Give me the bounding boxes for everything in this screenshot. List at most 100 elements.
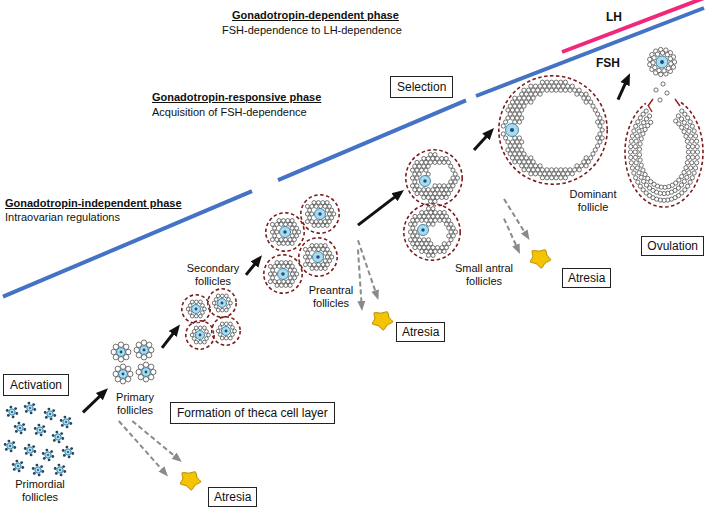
granulosa-cell bbox=[545, 176, 549, 180]
granulosa-cell bbox=[550, 80, 554, 84]
flat-cell bbox=[53, 439, 56, 442]
granulosa-cell bbox=[316, 201, 320, 205]
granulosa-cell bbox=[540, 80, 544, 84]
granulosa-cell bbox=[440, 188, 444, 192]
granulosa-cell bbox=[584, 156, 588, 160]
granulosa-cell bbox=[510, 156, 514, 160]
granulosa-cell bbox=[522, 152, 526, 156]
granulosa-cell bbox=[638, 184, 642, 188]
flat-cell bbox=[45, 449, 48, 452]
granulosa-cell bbox=[282, 280, 286, 284]
atresia-fate: Atresia bbox=[520, 240, 615, 296]
theca-layer bbox=[406, 150, 462, 206]
granulosa-cell bbox=[538, 84, 542, 88]
growth-arrow bbox=[474, 132, 490, 150]
follicle bbox=[264, 255, 302, 293]
flat-cell bbox=[38, 473, 41, 476]
phase-heading: Gonadotropin-independent phase bbox=[5, 196, 182, 210]
granulosa-cell bbox=[323, 204, 327, 208]
granulosa-cell bbox=[420, 242, 424, 246]
granulosa-cell bbox=[415, 184, 419, 188]
primary-follicle bbox=[136, 362, 156, 382]
follicle-stage: Preantral follicles bbox=[262, 195, 358, 311]
granulosa-cell bbox=[413, 222, 417, 226]
granulosa-cell bbox=[637, 153, 641, 157]
granulosa-cell bbox=[504, 136, 508, 140]
granulosa-cell bbox=[310, 266, 314, 270]
oocyte bbox=[57, 467, 63, 473]
granulosa-cell bbox=[205, 330, 209, 334]
oocyte-nucleus bbox=[65, 421, 67, 423]
granulosa-cell bbox=[429, 210, 433, 214]
granulosa-cell bbox=[433, 184, 437, 188]
granulosa-cell bbox=[442, 218, 446, 222]
primordial-follicles bbox=[4, 402, 74, 477]
granulosa-cell bbox=[303, 263, 307, 267]
oocyte-nucleus bbox=[47, 454, 49, 456]
theca-layer bbox=[299, 238, 337, 276]
granulosa-cell bbox=[428, 160, 432, 164]
granulosa-cell bbox=[570, 84, 574, 88]
granulosa-cell bbox=[305, 220, 309, 224]
granulosa-cell bbox=[652, 56, 656, 60]
oocyte-nucleus bbox=[423, 179, 427, 183]
follicle-body bbox=[184, 297, 208, 321]
granulosa-cell bbox=[545, 88, 549, 92]
flat-cell bbox=[69, 422, 72, 425]
granulosa-cell bbox=[527, 88, 531, 92]
granulosa-cell bbox=[408, 222, 412, 226]
granulosa-cell bbox=[317, 247, 321, 251]
flat-cell bbox=[5, 448, 8, 451]
granulosa-cell bbox=[508, 152, 512, 156]
granulosa-cell bbox=[308, 247, 312, 251]
hormone-label: FSH bbox=[596, 56, 620, 70]
granulosa-cell bbox=[410, 176, 414, 180]
oocyte bbox=[192, 305, 201, 314]
flat-cell bbox=[27, 444, 30, 447]
granulosa-cell bbox=[433, 218, 437, 222]
granulosa-cell bbox=[440, 156, 444, 160]
oocyte-nucleus bbox=[29, 449, 31, 451]
granulosa-cell bbox=[449, 238, 453, 242]
granulosa-cell bbox=[510, 108, 514, 112]
granulosa-cell bbox=[273, 272, 277, 276]
granulosa-cell bbox=[695, 139, 699, 143]
flat-cell bbox=[63, 416, 66, 419]
flat-cell bbox=[42, 425, 45, 428]
flat-cell bbox=[62, 465, 65, 468]
flat-cell bbox=[60, 473, 63, 476]
granulosa-cell bbox=[424, 160, 428, 164]
granulosa-cell bbox=[220, 322, 224, 326]
follicle-stage: Primordial follicles bbox=[3, 402, 83, 506]
granulosa-cell bbox=[126, 349, 131, 354]
granulosa-cell bbox=[510, 100, 514, 104]
granulosa-cell bbox=[275, 238, 279, 242]
released-oocyte bbox=[648, 47, 677, 76]
granulosa-cell bbox=[517, 136, 521, 140]
granulosa-cell bbox=[554, 176, 558, 180]
granulosa-cell bbox=[682, 130, 686, 134]
granulosa-cell bbox=[644, 183, 648, 187]
granulosa-cell bbox=[220, 308, 224, 312]
granulosa-cell bbox=[517, 104, 521, 108]
follicle bbox=[266, 213, 304, 251]
granulosa-cell bbox=[314, 244, 318, 248]
granulosa-cell bbox=[431, 195, 435, 199]
follicle-stage: Primary follicles bbox=[108, 335, 162, 421]
granulosa-cell bbox=[323, 259, 327, 263]
granulosa-cell bbox=[431, 188, 435, 192]
granulosa-cell bbox=[440, 214, 444, 218]
theca-layer bbox=[499, 76, 607, 184]
granulosa-cell bbox=[513, 104, 517, 108]
fsh-line bbox=[476, 8, 704, 96]
granulosa-cell bbox=[111, 349, 116, 354]
flat-cell bbox=[4, 443, 7, 446]
primary-follicle bbox=[134, 340, 154, 360]
atresia-blob bbox=[180, 472, 201, 490]
phase-heading: Gonadotropin-dependent phase bbox=[232, 8, 399, 22]
granulosa-cell bbox=[550, 168, 554, 172]
oocyte bbox=[27, 447, 33, 453]
granulosa-cell bbox=[321, 263, 325, 267]
granulosa-cell bbox=[273, 234, 277, 238]
granulosa-cell bbox=[563, 168, 567, 172]
